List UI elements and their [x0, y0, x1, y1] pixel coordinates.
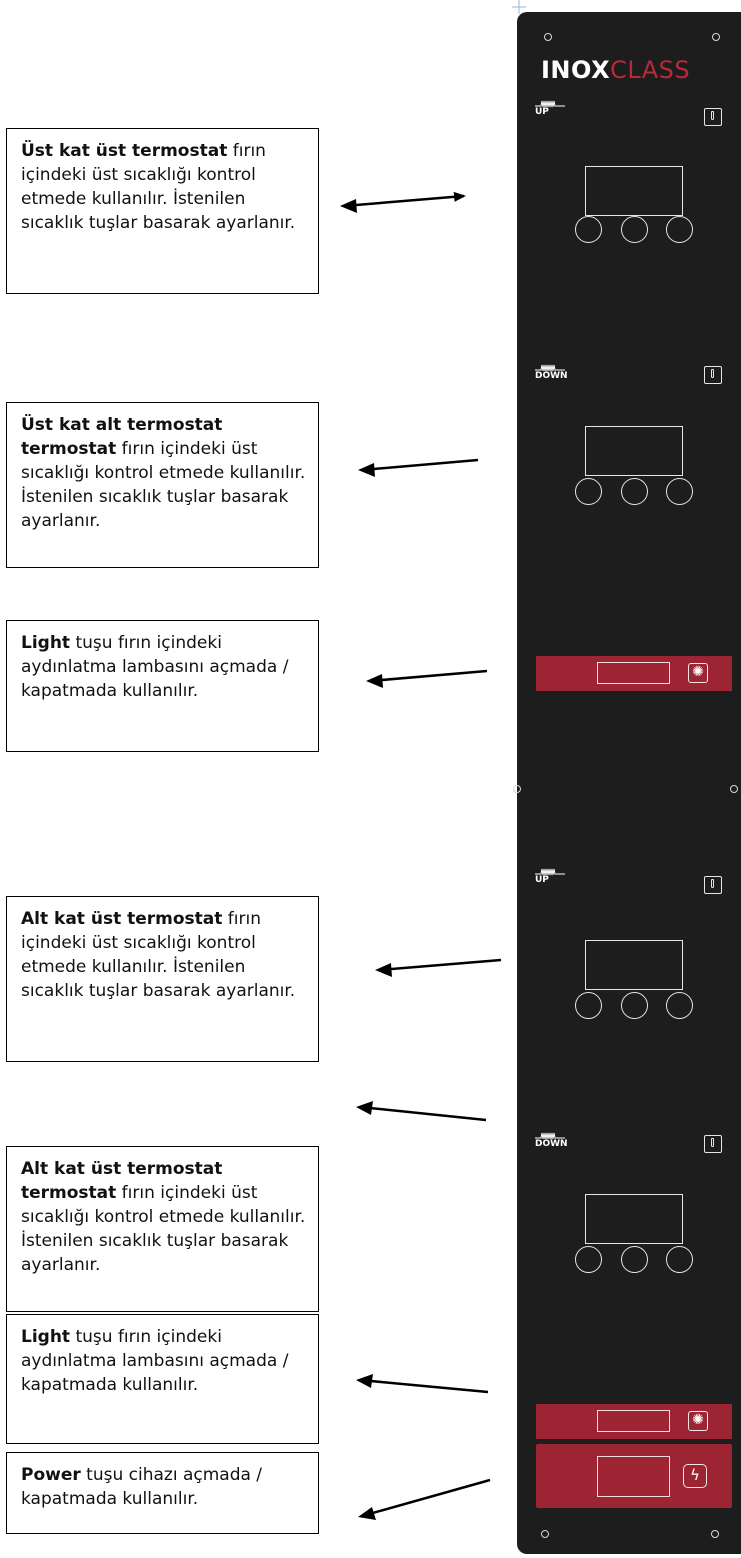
- arrow-5: [359, 1105, 487, 1122]
- light-indicator-window: [597, 662, 670, 684]
- screw-mid-right: [730, 785, 738, 793]
- note-text: fırın içindeki üst sıcaklığı kontrol etm…: [21, 1183, 306, 1275]
- thermostat-button-2[interactable]: [621, 478, 648, 505]
- thermostat-button-2[interactable]: [621, 992, 648, 1019]
- arrowhead-4: [375, 963, 392, 977]
- brand-word-2: CLASS: [610, 56, 691, 84]
- arrow-3: [369, 669, 488, 683]
- heater-label: DOWN: [535, 1139, 568, 1149]
- screw-top-left: [544, 33, 552, 41]
- heater-top-icon: UP: [535, 100, 565, 117]
- crop-mark: [512, 0, 526, 14]
- arrow-1: [343, 191, 466, 208]
- note-lower-top-thermostat: Alt kat üst termostat fırın içindeki üst…: [6, 896, 319, 1062]
- note-text: fırın içindeki üst sıcaklığı kontrol etm…: [21, 439, 306, 531]
- note-lower-bottom-thermostat: Alt kat üst termostat termostat fırın iç…: [6, 1146, 319, 1312]
- note-text: tuşu cihazı açmada / kapatmada kullanılı…: [21, 1465, 263, 1509]
- thermometer-icon[interactable]: [704, 876, 722, 894]
- note-bold: Light: [21, 1327, 71, 1347]
- note-text: fırın içindeki üst sıcaklığı kontrol etm…: [21, 909, 296, 1001]
- power-indicator-window: [597, 1456, 670, 1497]
- heater-label: UP: [535, 107, 549, 117]
- arrow-2: [361, 458, 479, 472]
- thermostat-button-1[interactable]: [575, 992, 602, 1019]
- heater-bottom-icon: DOWN: [535, 1132, 568, 1149]
- oven-control-panel: INOXCLASS UP DOWN ✺ UP DOWN: [513, 12, 741, 1554]
- arrowhead-3: [366, 674, 383, 688]
- light-sun-icon[interactable]: ✺: [688, 663, 708, 683]
- thermometer-icon[interactable]: [704, 1135, 722, 1153]
- note-light-lower: Light tuşu fırın içindeki aydınlatma lam…: [6, 1314, 319, 1444]
- heater-label: DOWN: [535, 371, 568, 381]
- note-bold: Alt kat üst termostat termostat: [21, 1159, 223, 1203]
- thermostat-button-3[interactable]: [666, 216, 693, 243]
- temperature-display: [585, 940, 683, 990]
- brand-logo: INOXCLASS: [541, 56, 690, 84]
- screw-bottom-left: [541, 1530, 549, 1538]
- arrowhead-6: [356, 1374, 373, 1388]
- light-bar-lower: ✺: [536, 1404, 732, 1439]
- note-bold: Alt kat üst termostat: [21, 909, 223, 929]
- thermostat-button-2[interactable]: [621, 1246, 648, 1273]
- note-bold: Üst kat üst termostat: [21, 141, 228, 161]
- thermometer-icon[interactable]: [704, 366, 722, 384]
- temperature-display: [585, 426, 683, 476]
- arrowhead-2: [358, 463, 375, 477]
- heater-label: UP: [535, 875, 549, 885]
- arrowhead-5: [356, 1101, 373, 1115]
- note-bold: Üst kat alt termostat termostat: [21, 415, 223, 459]
- note-bold: Power: [21, 1465, 81, 1485]
- thermostat-button-3[interactable]: [666, 1246, 693, 1273]
- thermostat-button-3[interactable]: [666, 992, 693, 1019]
- note-light-upper: Light tuşu fırın içindeki aydınlatma lam…: [6, 620, 319, 752]
- thermostat-button-1[interactable]: [575, 216, 602, 243]
- screw-bottom-right: [711, 1530, 719, 1538]
- note-upper-top-thermostat: Üst kat üst termostat fırın içindeki üst…: [6, 128, 319, 294]
- light-indicator-window: [597, 1410, 670, 1432]
- arrow-7: [361, 1478, 491, 1518]
- screw-top-right: [712, 33, 720, 41]
- arrow-4: [378, 958, 502, 972]
- thermostat-button-3[interactable]: [666, 478, 693, 505]
- note-text: tuşu fırın içindeki aydınlatma lambasını…: [21, 1327, 289, 1395]
- power-bar: ϟ: [536, 1444, 732, 1508]
- heater-bottom-icon: DOWN: [535, 364, 568, 381]
- arrow-6: [359, 1378, 489, 1394]
- note-upper-bottom-thermostat: Üst kat alt termostat termostat fırın iç…: [6, 402, 319, 568]
- temperature-display: [585, 166, 683, 216]
- note-text: tuşu fırın içindeki aydınlatma lambasını…: [21, 633, 289, 701]
- brand-word-1: INOX: [541, 56, 611, 84]
- note-text: fırın içindeki üst sıcaklığı kontrol etm…: [21, 141, 296, 233]
- thermometer-icon[interactable]: [704, 108, 722, 126]
- thermostat-button-2[interactable]: [621, 216, 648, 243]
- thermostat-button-1[interactable]: [575, 1246, 602, 1273]
- arrowhead-7: [358, 1507, 376, 1520]
- note-bold: Light: [21, 633, 71, 653]
- arrowhead-1: [340, 199, 357, 213]
- power-bolt-icon[interactable]: ϟ: [683, 1464, 707, 1488]
- light-bar-upper: ✺: [536, 656, 732, 691]
- note-power: Power tuşu cihazı açmada / kapatmada kul…: [6, 1452, 319, 1534]
- screw-mid-left: [513, 785, 521, 793]
- temperature-display: [585, 1194, 683, 1244]
- heater-top-icon: UP: [535, 868, 565, 885]
- light-sun-icon[interactable]: ✺: [688, 1411, 708, 1431]
- thermostat-button-1[interactable]: [575, 478, 602, 505]
